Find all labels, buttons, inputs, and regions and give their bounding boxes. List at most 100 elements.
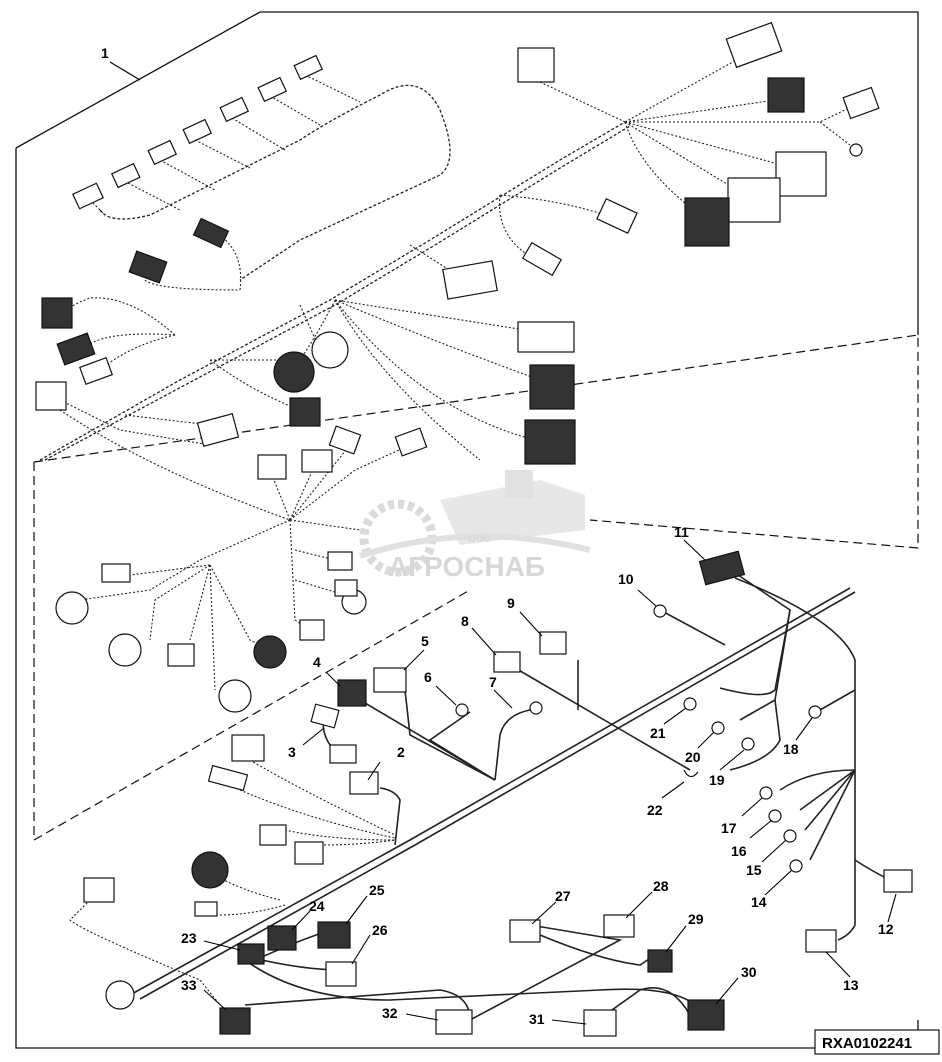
ring-terminal-10 bbox=[653, 604, 667, 618]
fork-terminal-22 bbox=[683, 769, 699, 778]
connector bbox=[775, 151, 827, 197]
connector bbox=[521, 241, 563, 277]
ring-terminal-18 bbox=[808, 705, 822, 719]
callout-30: 30 bbox=[741, 964, 757, 980]
connector bbox=[219, 96, 250, 123]
connector-25 bbox=[317, 921, 351, 949]
subassembly-wires bbox=[69, 444, 411, 1006]
round-connector bbox=[105, 980, 135, 1010]
connector-23 bbox=[237, 943, 265, 965]
callout-3: 3 bbox=[288, 744, 296, 760]
connector bbox=[83, 877, 115, 903]
connector bbox=[196, 413, 240, 447]
callout-8: 8 bbox=[461, 613, 469, 629]
connector bbox=[517, 47, 555, 83]
callout-26: 26 bbox=[372, 922, 388, 938]
callout-6: 6 bbox=[424, 669, 432, 685]
connector-4 bbox=[337, 679, 367, 707]
upper-connectors bbox=[35, 21, 880, 480]
connector bbox=[56, 332, 96, 366]
connector bbox=[299, 619, 325, 641]
watermark-logo: ООО АГРОСНАБ bbox=[359, 470, 591, 582]
lower-connectors bbox=[105, 550, 913, 1037]
connector bbox=[257, 76, 288, 103]
connector bbox=[334, 579, 358, 597]
connector-28 bbox=[603, 914, 635, 938]
connector bbox=[78, 356, 114, 386]
connector-9 bbox=[539, 631, 567, 655]
connector-32 bbox=[435, 1009, 473, 1035]
connector bbox=[110, 162, 141, 189]
callout-2: 2 bbox=[397, 744, 405, 760]
connector bbox=[207, 764, 249, 792]
callout-5: 5 bbox=[421, 633, 429, 649]
callout-13: 13 bbox=[843, 977, 859, 993]
callout-22: 22 bbox=[647, 802, 663, 818]
callout-29: 29 bbox=[688, 911, 704, 927]
round-connector bbox=[108, 633, 142, 667]
ring-terminal bbox=[849, 143, 863, 157]
connector bbox=[259, 824, 287, 846]
connector-27 bbox=[509, 919, 541, 943]
callout-31: 31 bbox=[529, 1011, 545, 1027]
connector-33 bbox=[219, 1007, 251, 1035]
callout-leaders bbox=[109, 61, 897, 1025]
connector-30 bbox=[687, 999, 725, 1031]
connector bbox=[596, 198, 638, 234]
callout-23: 23 bbox=[181, 930, 197, 946]
connector bbox=[727, 177, 781, 223]
connector bbox=[147, 139, 178, 166]
connector bbox=[328, 425, 362, 455]
ring-terminal-15 bbox=[783, 829, 797, 843]
connector bbox=[231, 734, 265, 762]
callout-11: 11 bbox=[674, 524, 689, 540]
round-connector bbox=[273, 351, 315, 393]
ring-terminal-19 bbox=[741, 737, 755, 751]
callout-7: 7 bbox=[489, 674, 497, 690]
ring-terminal-6 bbox=[455, 703, 469, 717]
connector-5 bbox=[373, 667, 407, 693]
ring-terminal-21 bbox=[683, 697, 697, 711]
connector bbox=[194, 901, 218, 917]
connector bbox=[517, 321, 575, 353]
round-connector bbox=[218, 679, 252, 713]
callout-12: 12 bbox=[878, 921, 894, 937]
connector bbox=[41, 297, 73, 329]
connector-24 bbox=[267, 925, 297, 951]
ring-terminal-16 bbox=[768, 809, 782, 823]
round-connector bbox=[311, 331, 349, 369]
connector bbox=[293, 54, 324, 81]
round-connector bbox=[55, 591, 89, 625]
connector bbox=[725, 21, 783, 69]
connector bbox=[257, 454, 287, 480]
callout-labels: 1 2 3 4 5 6 7 8 9 10 11 12 13 14 15 16 1… bbox=[101, 45, 894, 1027]
upper-harness-frame bbox=[15, 11, 919, 460]
callout-4: 4 bbox=[313, 654, 321, 670]
connector-29 bbox=[647, 949, 673, 973]
callout-14: 14 bbox=[751, 894, 767, 910]
connector bbox=[394, 427, 428, 457]
ring-terminal-20 bbox=[711, 721, 725, 735]
callout-20: 20 bbox=[685, 749, 701, 765]
connector bbox=[301, 449, 333, 473]
callout-10: 10 bbox=[618, 571, 634, 587]
connector-13 bbox=[805, 929, 837, 953]
callout-9: 9 bbox=[507, 595, 515, 611]
callout-19: 19 bbox=[709, 772, 725, 788]
connector bbox=[329, 744, 357, 764]
ring-terminal-17 bbox=[759, 786, 773, 800]
connector bbox=[327, 551, 353, 571]
connector bbox=[294, 841, 324, 865]
callout-1: 1 bbox=[101, 45, 109, 61]
callout-16: 16 bbox=[731, 843, 747, 859]
connector bbox=[524, 419, 576, 465]
connector bbox=[72, 182, 104, 210]
connector-26 bbox=[325, 961, 357, 987]
callout-24: 24 bbox=[309, 898, 325, 914]
connector bbox=[182, 118, 213, 145]
callout-15: 15 bbox=[746, 862, 762, 878]
connector bbox=[842, 86, 880, 120]
callout-28: 28 bbox=[653, 878, 669, 894]
